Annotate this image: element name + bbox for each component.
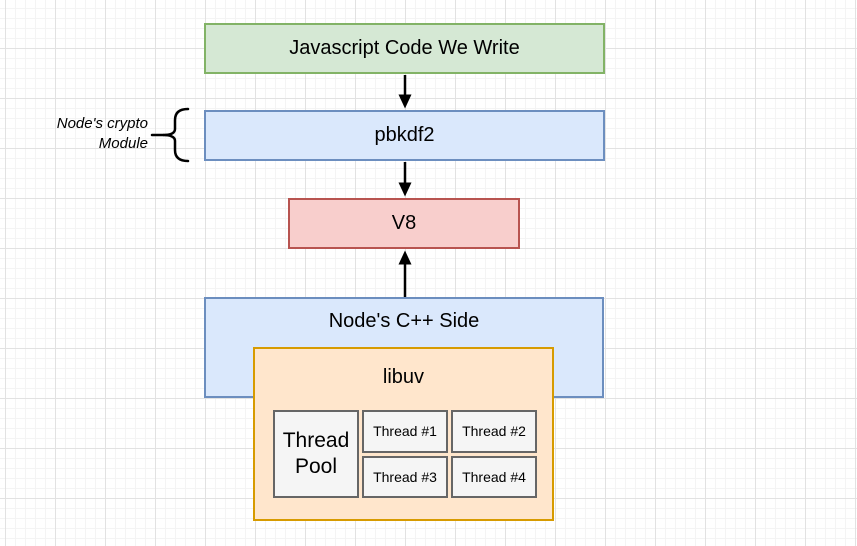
node-pbkdf2: pbkdf2 (204, 110, 605, 161)
arrow-pbkdf2-to-v8-icon (398, 162, 412, 197)
thread-4-cell: Thread #4 (451, 455, 537, 498)
node-v8: V8 (288, 198, 520, 249)
node-v8-label: V8 (391, 212, 417, 234)
arrow-cppside-to-v8-icon (398, 250, 412, 297)
annotation-crypto-module: Node's crypto Module (20, 114, 148, 154)
thread-3-cell: Thread #3 (362, 455, 448, 498)
node-cpp-side-label: Node's C++ Side (328, 310, 480, 332)
annotation-line1: Node's crypto (56, 115, 148, 132)
curly-brace-icon (150, 107, 190, 163)
node-javascript-code: Javascript Code We Write (204, 23, 605, 74)
annotation-line2: Module (98, 135, 148, 152)
thread-1-cell: Thread #1 (362, 410, 448, 453)
thread-pool-table: Thread Pool Thread #1 Thread #2 Thread #… (273, 410, 537, 498)
thread-pool-cell: Thread Pool (273, 410, 359, 498)
arrow-jscode-to-pbkdf2-icon (398, 75, 412, 109)
node-pbkdf2-label: pbkdf2 (374, 124, 435, 146)
thread-2-cell: Thread #2 (451, 410, 537, 453)
node-javascript-code-label: Javascript Code We Write (289, 37, 520, 59)
node-libuv-label: libuv (382, 366, 425, 388)
